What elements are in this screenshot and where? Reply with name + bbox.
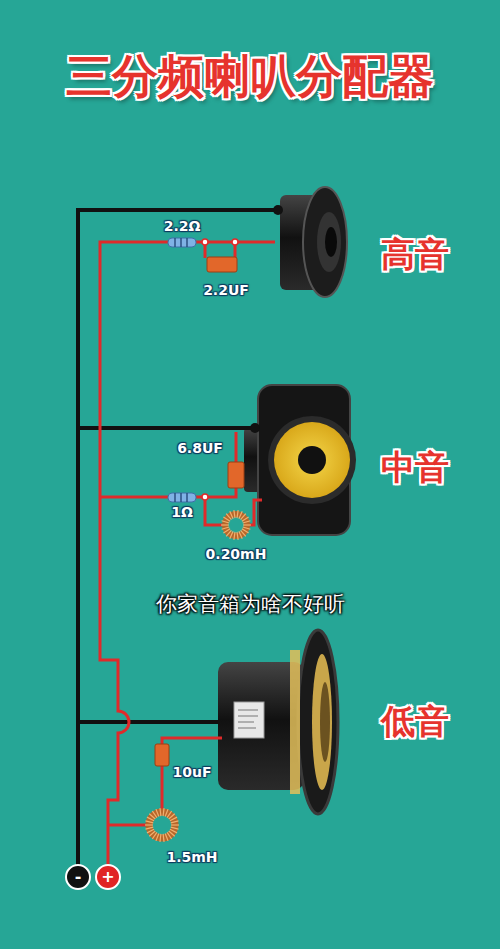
terminal-circle: + — [95, 864, 121, 890]
tweeter-speaker — [280, 187, 347, 297]
terminal-circle: - — [65, 864, 91, 890]
component-value: 1.5mH — [166, 850, 217, 865]
woofer-speaker — [218, 630, 338, 814]
negative-wire — [78, 210, 280, 866]
component-value: 6.8UF — [177, 441, 223, 456]
component-value: 2.2UF — [203, 283, 249, 298]
component-value: 0.20mH — [206, 547, 267, 562]
component-value: 1Ω — [171, 505, 193, 520]
junction-dot — [250, 205, 283, 433]
component-value: 10uF — [172, 765, 211, 780]
speaker-name: 中音 — [381, 449, 449, 486]
speaker-name: 高音 — [381, 236, 449, 273]
resistor-symbol — [168, 238, 196, 502]
terminal-sign: - — [75, 869, 82, 885]
terminal-sign: + — [101, 869, 114, 885]
positive-wire — [100, 242, 275, 866]
capacitor-symbol — [155, 257, 244, 766]
speaker-name: 低音 — [381, 703, 449, 740]
subtitle-text: 你家音箱为啥不好听 — [156, 593, 345, 616]
midrange-speaker — [244, 385, 356, 535]
junction-dot — [202, 239, 238, 500]
title-text: 三分频喇叭分配器 — [66, 51, 434, 102]
component-value: 2.2Ω — [164, 219, 201, 234]
